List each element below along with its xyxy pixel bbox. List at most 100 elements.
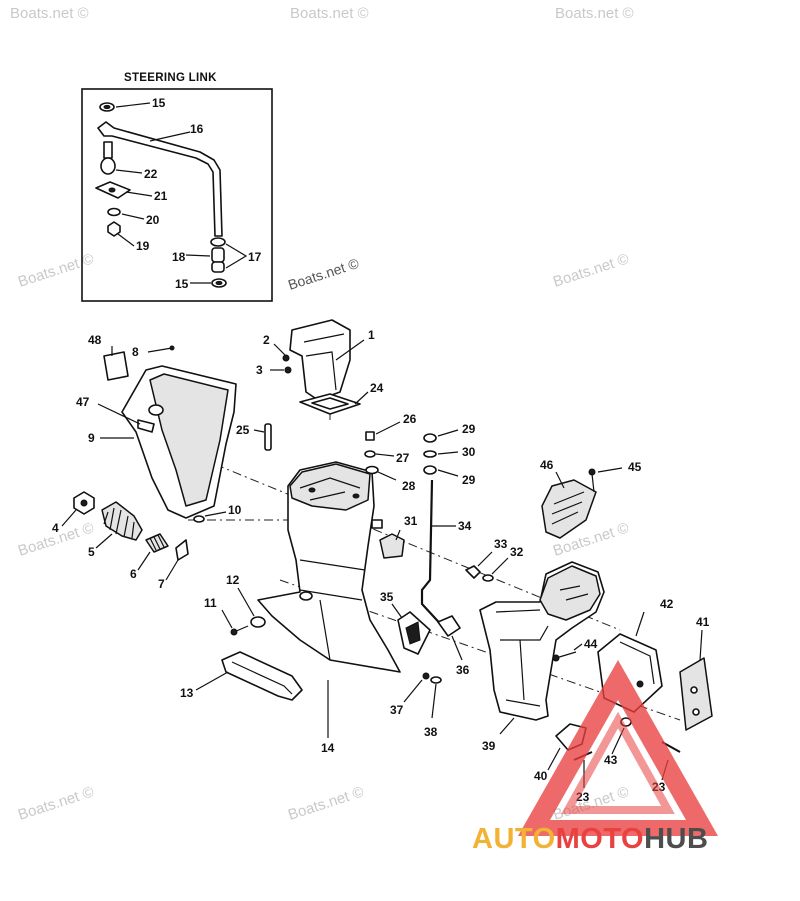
cover-42-hole [636, 680, 644, 688]
screw-8 [147, 347, 173, 353]
washer-15-bottom-hole [215, 280, 223, 286]
housing-top-flange [289, 463, 371, 511]
leader [431, 683, 437, 719]
anode-41 [679, 657, 713, 731]
callout-22: 22 [144, 167, 158, 181]
callout-27: 27 [396, 451, 410, 465]
screw-44-head [552, 654, 560, 662]
leader [117, 233, 135, 247]
anode-group: 40 42 41 43 23 23 [534, 597, 713, 804]
dowel-group: 25 10 [193, 423, 272, 523]
leader [121, 213, 145, 220]
link-36 [437, 615, 461, 637]
callout-38: 38 [424, 725, 438, 739]
leader [115, 169, 143, 174]
watermark: Boats.net © [10, 5, 89, 22]
automotohub-logo: AUTOMOTOHUB [472, 660, 718, 855]
steering-link-rod [97, 121, 223, 237]
inset-frame [81, 88, 273, 302]
housing-14-group: 14 [257, 461, 401, 755]
callout-24: 24 [370, 381, 384, 395]
leader [391, 603, 403, 619]
anode-41-hole [692, 708, 700, 716]
callout-19: 19 [136, 239, 150, 253]
nut-29-top [423, 433, 437, 443]
bracket-39-group: 39 44 [479, 561, 605, 753]
steering-link-inset: STEERING LINK 15 16 22 21 [81, 72, 273, 302]
watermark: Boats.net © [286, 783, 366, 823]
leader [125, 191, 153, 197]
callout-33: 33 [494, 537, 508, 551]
leader [395, 529, 401, 541]
washer-38 [430, 676, 442, 684]
washer-15-top-hole [103, 104, 111, 110]
shift-rod-group: 31 34 36 35 37 38 [379, 479, 472, 739]
nut-29-bottom [423, 465, 437, 475]
leader [237, 587, 255, 617]
callout-2: 2 [263, 333, 270, 347]
watermark: Boats.net © [16, 783, 96, 823]
leader [204, 511, 227, 517]
screw-11-head [230, 628, 238, 636]
seal-13-inner [231, 661, 293, 695]
leader [185, 254, 211, 257]
plate-35-detail [405, 621, 421, 645]
leader [335, 339, 365, 361]
watermark: Boats.net © [290, 5, 369, 22]
callout-16: 16 [190, 122, 204, 136]
leader [597, 467, 623, 473]
callout-20: 20 [146, 213, 160, 227]
anode-41-hole [690, 686, 698, 694]
watermark: Boats.net © [555, 5, 634, 22]
leader [165, 559, 179, 581]
housing-detail [299, 477, 366, 661]
leader [499, 717, 515, 735]
screw-3 [284, 366, 292, 374]
callout-46: 46 [540, 458, 554, 472]
callout-48: 48 [88, 333, 102, 347]
exhaust-tube [289, 319, 351, 401]
screw-11-group: 11 12 [204, 573, 313, 636]
callout-29: 29 [462, 473, 476, 487]
leader [61, 509, 77, 527]
centerline [188, 519, 301, 560]
leader [573, 643, 583, 651]
callout-37: 37 [390, 703, 404, 717]
washer-28 [365, 465, 379, 475]
leader [354, 391, 369, 405]
watermark: Boats.net © [16, 250, 96, 290]
callout-31: 31 [404, 514, 418, 528]
plate-hole [108, 187, 116, 193]
exhaust-tube-group: 1 2 3 24 [256, 319, 384, 415]
leader [97, 403, 141, 425]
nut-19 [107, 221, 121, 237]
pad-46-group: 45 46 [540, 458, 642, 539]
leader [377, 471, 397, 481]
washer-32 [482, 574, 494, 582]
nut-29-group: 29 30 29 [423, 422, 476, 487]
logo-hub: HUB [644, 823, 708, 855]
spring-6-coils [149, 534, 165, 551]
leader [225, 243, 248, 269]
logo-text: AUTOMOTOHUB [472, 823, 708, 855]
leader [375, 453, 395, 457]
seal-13-group: 13 [180, 651, 303, 701]
leader [491, 557, 509, 575]
leader [95, 533, 113, 549]
callout-17: 17 [248, 250, 262, 264]
leader [437, 451, 459, 455]
bushing-lower [211, 261, 225, 273]
callout-25: 25 [236, 423, 250, 437]
housing-bolt-hole [352, 493, 360, 499]
leader [253, 429, 265, 433]
callout-40: 40 [534, 769, 548, 783]
grommet-12b [299, 591, 313, 601]
callout-5: 5 [88, 545, 95, 559]
bolt-26-group: 26 27 28 [364, 412, 417, 493]
ball-stud-ball [100, 157, 116, 175]
washer-20 [107, 207, 121, 217]
leader [137, 551, 151, 571]
leader [437, 469, 459, 477]
housing-bolt-hole [308, 487, 316, 493]
callout-47: 47 [76, 395, 90, 409]
